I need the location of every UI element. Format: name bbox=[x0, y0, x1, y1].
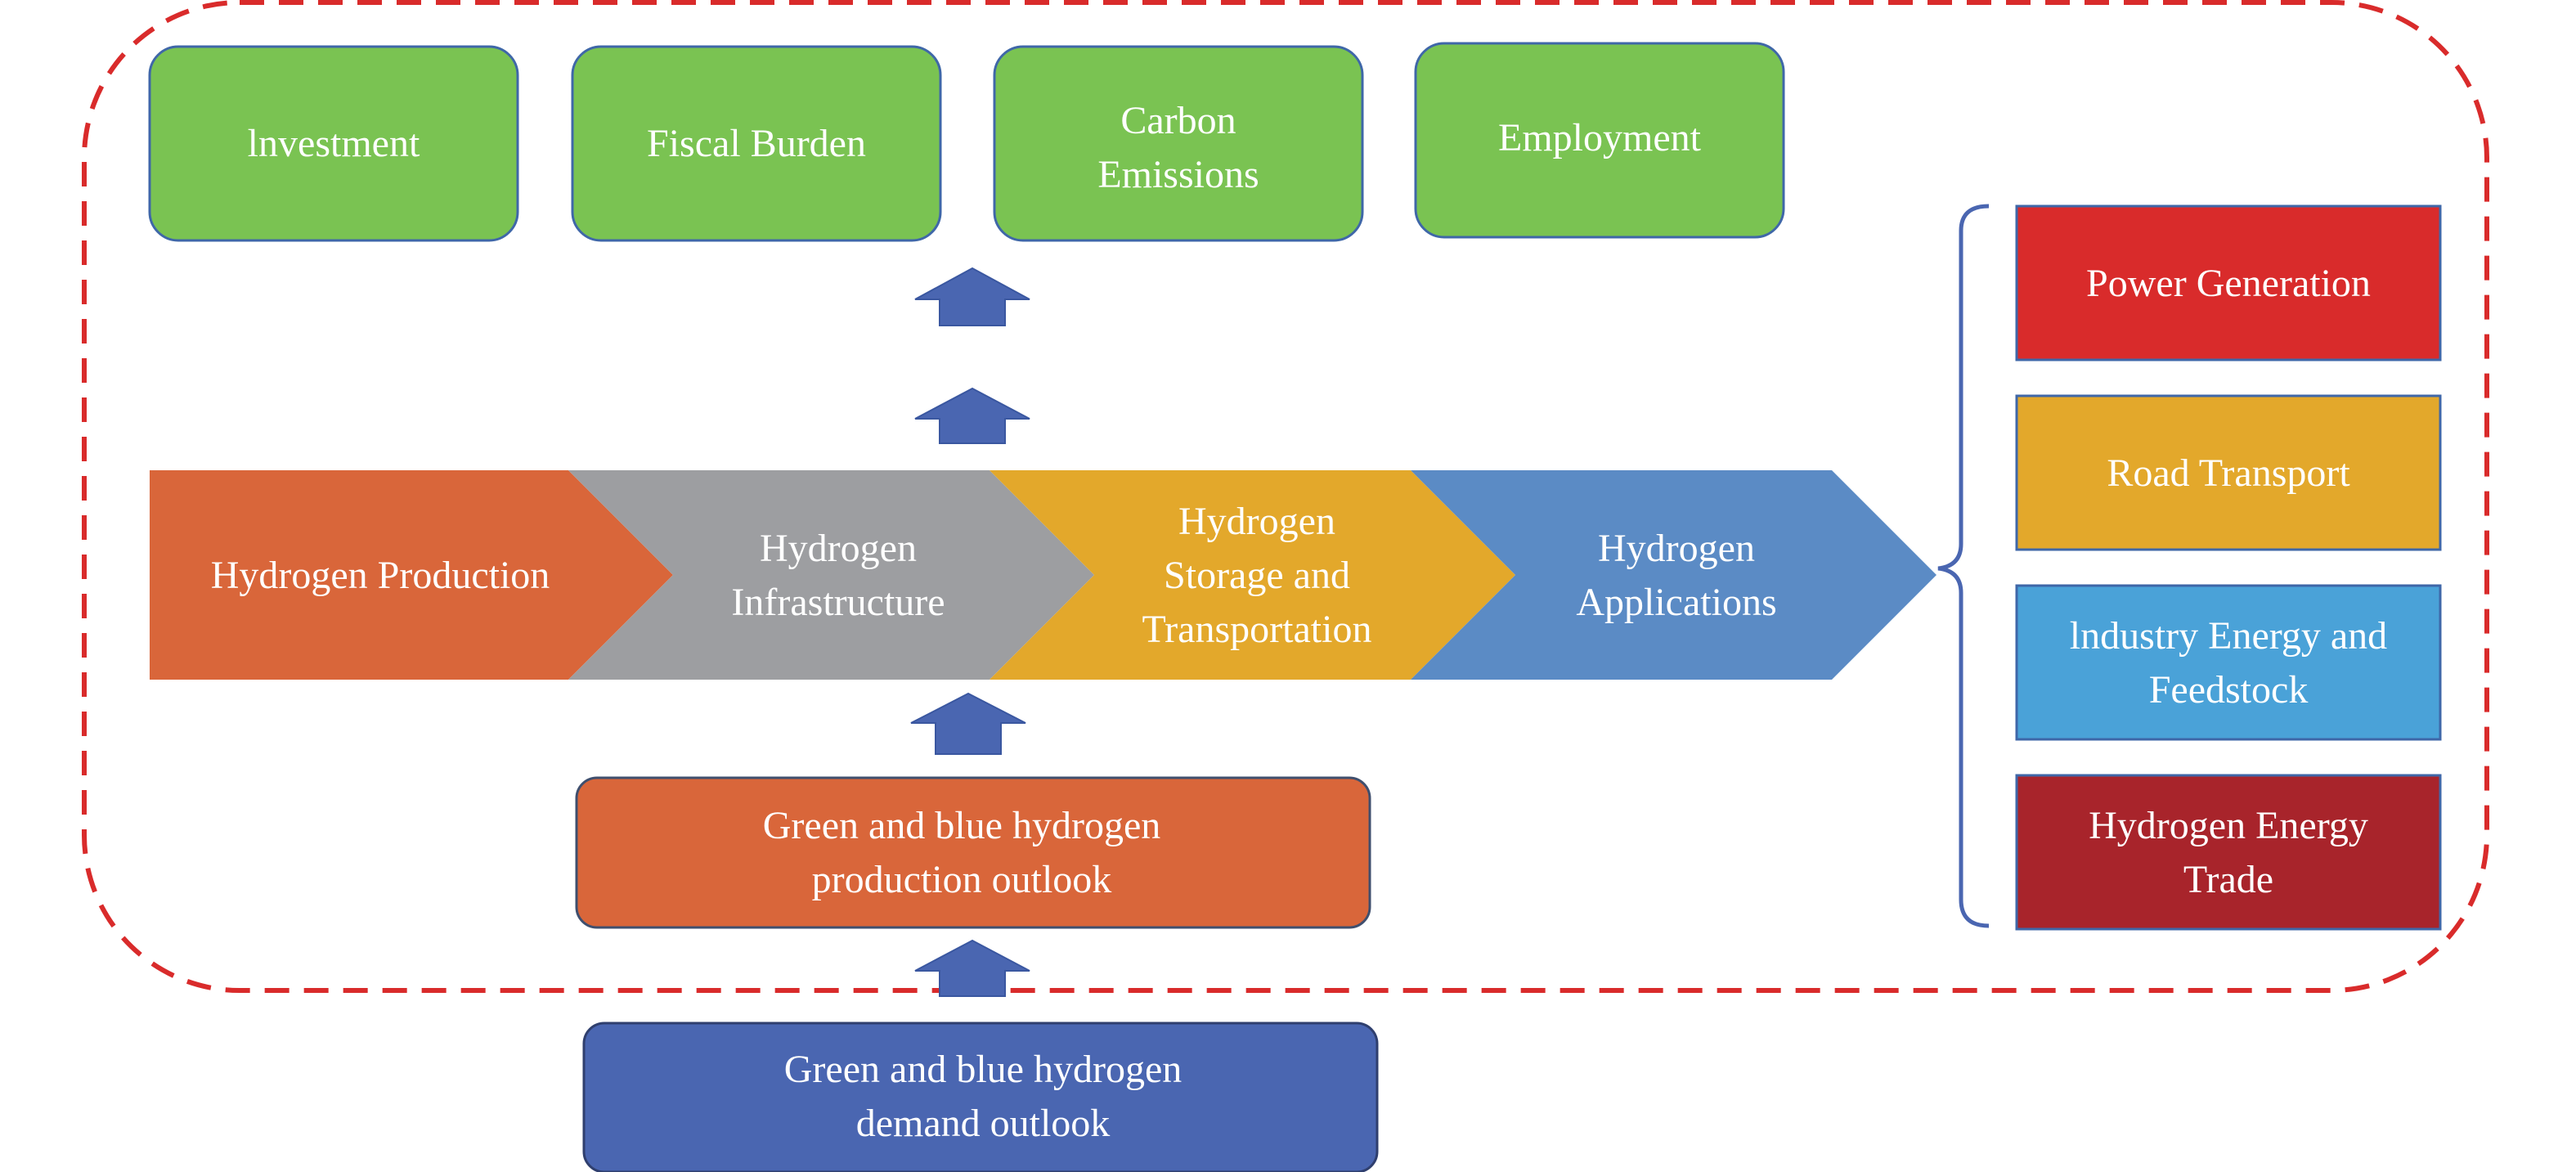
app-road-transport: Road Transport bbox=[2015, 394, 2442, 551]
outcome-label: Employment bbox=[1498, 116, 1702, 159]
text-line: Transportation bbox=[1142, 608, 1372, 651]
app-box bbox=[2015, 204, 2442, 361]
text-line: Power Generation bbox=[2086, 262, 2371, 305]
production-outlook-box bbox=[575, 776, 1371, 929]
scope-boundary bbox=[82, 0, 2489, 993]
text-line: Green and blue hydrogen bbox=[784, 1048, 1183, 1091]
chevron-shape bbox=[990, 470, 1515, 680]
text-line: Road Transport bbox=[2107, 451, 2350, 495]
text-line: demand outlook bbox=[856, 1102, 1111, 1145]
chain-hydrogen-production: Hydrogen Production bbox=[150, 470, 673, 680]
outcome-box bbox=[571, 45, 942, 242]
text-line: Storage and bbox=[1164, 554, 1350, 597]
outcome-label: lnvestment bbox=[248, 122, 420, 165]
app-box bbox=[2015, 774, 2442, 931]
text-line: Hydrogen bbox=[1598, 527, 1755, 570]
text-line: Hydrogen bbox=[760, 527, 917, 570]
app-power-generation: Power Generation bbox=[2015, 204, 2442, 361]
up-arrow-bottom bbox=[914, 939, 1030, 997]
app-box bbox=[2015, 394, 2442, 551]
text-line: Trade bbox=[2183, 858, 2273, 901]
app-label: Power Generation bbox=[2086, 262, 2371, 305]
outcome-fiscal-burden: Fiscal Burden bbox=[571, 45, 942, 242]
text-line: Emissions bbox=[1097, 153, 1259, 196]
outcome-label: Fiscal Burden bbox=[647, 122, 866, 165]
up-arrow-top bbox=[914, 267, 1030, 326]
up-arrow-lower bbox=[910, 692, 1026, 755]
text-line: Feedstock bbox=[2149, 668, 2309, 712]
outcome-employment: Employment bbox=[1414, 42, 1785, 239]
text-line: Applications bbox=[1576, 581, 1776, 624]
text-line: production outlook bbox=[812, 858, 1112, 901]
text-line: lndustry Energy and bbox=[2070, 614, 2387, 658]
text-line: Fiscal Burden bbox=[647, 122, 866, 165]
demand-outlook-label: Green and blue hydrogen demand outlook bbox=[784, 1048, 1183, 1145]
outcome-investment: lnvestment bbox=[148, 45, 519, 242]
text-line: Infrastructure bbox=[731, 581, 945, 624]
text-line: Hydrogen Energy bbox=[2089, 804, 2368, 847]
chevron-shape bbox=[150, 470, 673, 680]
outcome-box bbox=[1414, 42, 1785, 239]
text-line: Hydrogen bbox=[1178, 500, 1335, 543]
production-outlook: Green and blue hydrogen production outloo… bbox=[575, 776, 1371, 929]
applications-brace bbox=[1937, 204, 1990, 928]
chevron-shape bbox=[568, 470, 1094, 680]
text-line: Green and blue hydrogen bbox=[763, 804, 1161, 847]
chevron-label: Hydrogen Production bbox=[211, 554, 550, 597]
text-line: lnvestment bbox=[248, 122, 420, 165]
outcome-box bbox=[148, 45, 519, 242]
up-arrow-upper bbox=[914, 387, 1030, 444]
production-outlook-label: Green and blue hydrogen production outloo… bbox=[763, 804, 1161, 901]
text-line: Employment bbox=[1498, 116, 1702, 159]
chevron-shape bbox=[1411, 470, 1936, 680]
text-line: Carbon bbox=[1120, 99, 1236, 142]
demand-outlook: Green and blue hydrogen demand outlook bbox=[582, 1022, 1379, 1172]
outcome-box bbox=[993, 45, 1364, 242]
app-box bbox=[2015, 584, 2442, 741]
demand-outlook-box bbox=[582, 1022, 1379, 1172]
app-label: Road Transport bbox=[2107, 451, 2350, 495]
text-line: Hydrogen Production bbox=[211, 554, 550, 597]
